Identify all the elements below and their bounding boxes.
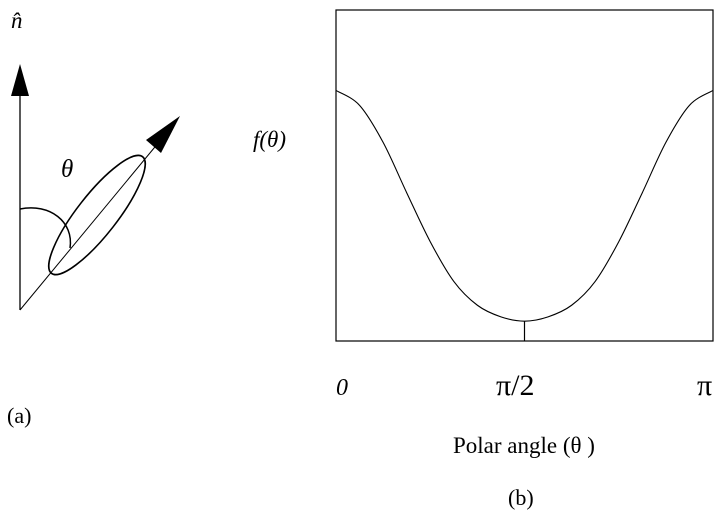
panel-a-caption: (a)	[7, 403, 31, 428]
normal-vector-label: n̂	[11, 8, 23, 33]
x-tick-label-pi-over-2: π/2	[496, 369, 534, 402]
molecule-arrowhead-icon	[146, 116, 180, 153]
angle-label: θ	[61, 156, 73, 183]
x-tick-label-pi: π	[697, 369, 712, 402]
molecule-ellipse	[47, 154, 147, 276]
molecule-axis-line	[19, 135, 165, 311]
normal-arrowhead-icon	[11, 64, 29, 96]
panel-b: f(θ) 0 π/2 π Polar angle (θ ) (b)	[253, 9, 714, 510]
panel-b-caption: (b)	[508, 485, 534, 510]
plot-frame	[335, 9, 714, 342]
f-theta-curve	[335, 89, 714, 322]
x-tick-label-0: 0	[336, 375, 348, 401]
x-axis-label: Polar angle (θ )	[453, 433, 595, 458]
panel-a: n̂ θ (a)	[7, 8, 180, 428]
angle-arc	[19, 207, 72, 249]
y-axis-label: f(θ)	[253, 127, 286, 152]
